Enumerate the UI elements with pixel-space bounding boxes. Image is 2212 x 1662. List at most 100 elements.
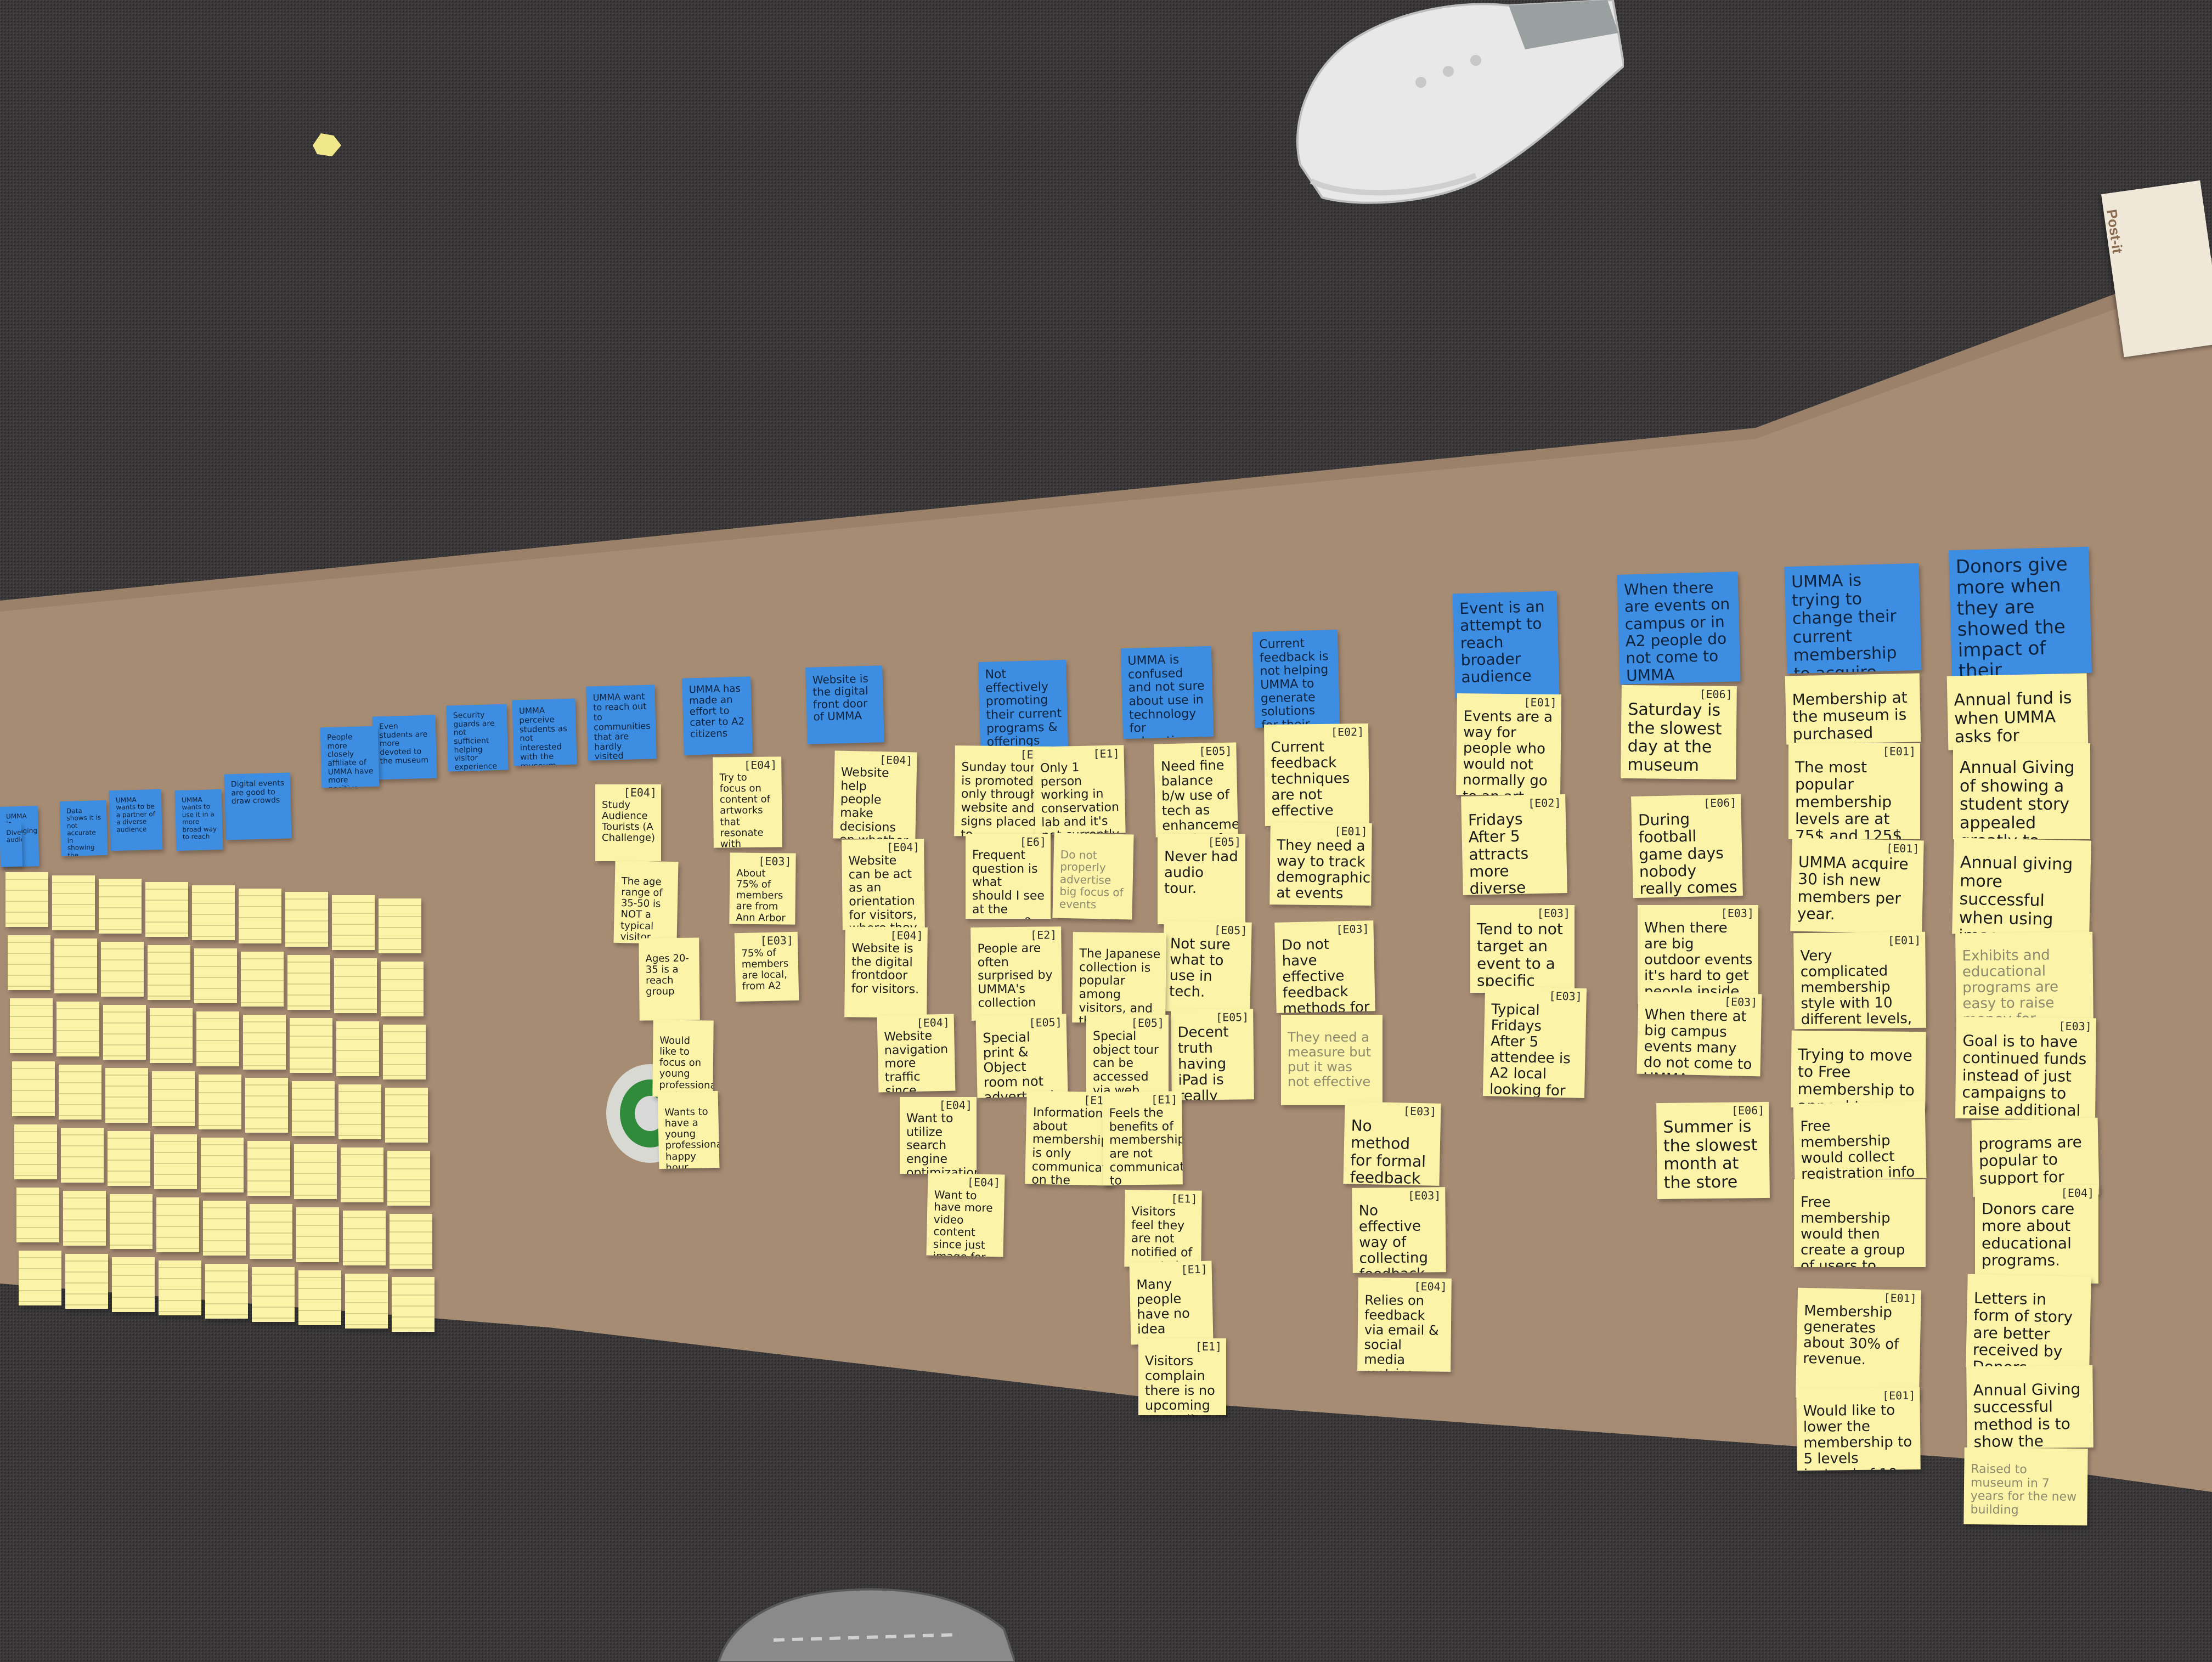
sticky-note: [E06]During football game days nobody re… [1631, 794, 1743, 898]
sticky-note-distant [12, 1061, 55, 1116]
note-text: Annual Giving of showing a student story… [1960, 758, 2075, 839]
sticky-note: [E04]Website can be act as an orientatio… [842, 839, 925, 930]
note-text: They need a way to track demographics at… [1276, 837, 1372, 902]
sticky-note: [E04]Relies on feedback via email & soci… [1357, 1277, 1452, 1372]
note-text: Saturday is the slowest day at the museu… [1627, 700, 1722, 776]
sticky-note: Do not properly advertise big focus of e… [1052, 833, 1134, 920]
note-text: People are often surprised by UMMA's col… [977, 941, 1053, 1010]
note-text: Donors care more about educational progr… [1982, 1200, 2075, 1270]
sticky-note-distant [245, 1078, 288, 1133]
sticky-note: [E01] Membership generates about 30% of r… [1795, 1287, 1922, 1400]
sticky-note: [E04]Study Audience Tourists (A Challeng… [595, 784, 661, 861]
sticky-note: [E1]Visitors feel they are not notified … [1124, 1190, 1202, 1268]
sticky-note-distant [16, 1188, 59, 1242]
sticky-note: Ages 20-35 is a reach group [639, 937, 700, 1021]
sticky-note: Exhibits and educational programs are ea… [1955, 931, 2094, 1027]
note-text: Website help people make decisions on wh… [839, 765, 909, 840]
sticky-note: [E05]Special object tour can be accessed… [1086, 1015, 1169, 1097]
sneaker-top [1296, 0, 1624, 204]
note-text: Trying to move to Free membership to app… [1797, 1045, 1915, 1109]
sticky-note: [E05]Special print & Object room not adv… [975, 1014, 1068, 1098]
sticky-note-distant [343, 1211, 386, 1265]
sticky-note-distant [57, 1002, 99, 1056]
note-text: Events are a way for people who would no… [1463, 708, 1553, 796]
note-code: [E01] [1886, 841, 1920, 856]
sticky-note-distant [63, 1191, 106, 1246]
note-text: Raised to museum in 7 years for the new … [1970, 1462, 2077, 1517]
sticky-note: [E01]They need a way to track demographi… [1269, 822, 1372, 906]
sticky-note-distant [8, 935, 50, 990]
note-code: [E01] [1882, 1388, 1916, 1403]
sticky-note: [E1]Feels the benefits of membership are… [1102, 1091, 1183, 1185]
note-code: [E02] [1330, 725, 1364, 739]
note-text: Membership generates about 30% of revenu… [1803, 1302, 1899, 1369]
note-code: [E04] [916, 1015, 950, 1030]
sticky-note-distant [296, 1207, 339, 1262]
note-text: Special print & Object room not advertis… [983, 1029, 1058, 1098]
sticky-note: [E03]Do not have effective feedback meth… [1274, 920, 1375, 1013]
sticky-note: Raised to museum in 7 years for the new … [1963, 1447, 2088, 1526]
note-code: [E01] [1523, 696, 1557, 709]
sticky-note: [E01]Would like to lower the membership … [1796, 1387, 1921, 1471]
note-code: [E04] [939, 1099, 972, 1112]
note-text: Ages 20-35 is a reach group [645, 952, 690, 998]
sticky-note-distant [152, 1071, 195, 1126]
note-code: [E04] [623, 786, 657, 799]
note-text: Exhibits and educational programs are ea… [1962, 947, 2059, 1027]
sticky-note: [E04]Website help people make decisions … [833, 750, 917, 840]
note-text: During football game days nobody really … [1638, 810, 1737, 898]
header-text: UMMA is confused and not sure about use … [1127, 653, 1205, 739]
sticky-note-distant [334, 958, 377, 1013]
sticky-note: They need a measure but put it was not e… [1281, 1015, 1383, 1105]
note-code: [E03] [1724, 994, 1758, 1009]
note-text: The age range of 35-50 is NOT a typical … [620, 875, 663, 943]
theme-header-note: People more closely affiliate of UMMA ha… [320, 726, 380, 788]
note-text: Frequent question is what should I see a… [972, 849, 1045, 919]
sticky-note: [E05]Not sure what to use in tech. [1162, 920, 1252, 1013]
sticky-note: Annual fund is when UMMA asks for donati… [1946, 673, 2089, 750]
header-text: UMMA is trying to change their current m… [1791, 570, 1897, 674]
sticky-note-distant [5, 872, 48, 927]
note-text: Sunday tour is promoted only through web… [961, 760, 1039, 837]
sticky-note-distant [10, 998, 53, 1053]
sticky-note: [E03]No method for formal feedback [1343, 1101, 1441, 1186]
sticky-note-distant [390, 1214, 432, 1269]
note-code: [E03] [758, 854, 792, 868]
sticky-note: [E04]Website is the digital frontdoor fo… [844, 926, 928, 1018]
theme-header-note: Current feedback is not helping UMMA to … [1252, 630, 1340, 728]
theme-header-note: Donors give more when they are showed th… [1949, 546, 2092, 677]
theme-header-note: Even students are more devoted to the mu… [372, 715, 437, 780]
sticky-note: [E03]When there at big campus events man… [1637, 991, 1762, 1077]
sticky-note-distant [392, 1277, 435, 1332]
sticky-note-distant [14, 1124, 57, 1179]
note-text: Information about membership is only com… [1031, 1105, 1115, 1186]
sticky-note-distant [110, 1194, 153, 1249]
header-text: UMMA has made an effort to cater to A2 c… [689, 682, 745, 740]
sticky-note-distant [194, 948, 237, 1003]
sticky-note: Annual Giving successful method is to sh… [1966, 1365, 2094, 1449]
sticky-note-distant [192, 885, 235, 940]
sticky-note: [E02]Current feedback techniques are not… [1264, 723, 1369, 826]
note-code: [E2] [1030, 928, 1057, 942]
sticky-note-distant [205, 1264, 248, 1319]
sticky-note: [E1]Many people have no idea about UMMA [1129, 1260, 1214, 1345]
theme-header-note: Security guards are not sufficient helpi… [446, 704, 509, 772]
sticky-note-distant [203, 1201, 246, 1256]
sticky-note-distant [108, 1131, 150, 1186]
note-code: [E03] [2058, 1019, 2092, 1033]
theme-header-note: UMMA has made an effort to cater to A2 c… [682, 676, 753, 755]
note-code: [E06] [1703, 796, 1737, 810]
sticky-note-distant [338, 1084, 381, 1139]
sticky-note: [E06]Saturday is the slowest day at the … [1621, 685, 1737, 780]
sticky-note-distant [112, 1257, 155, 1312]
sticky-note: [E05]Need fine balance b/w use of tech a… [1154, 742, 1238, 838]
sticky-note: [E03]75% of members are local, from A2 [734, 931, 799, 1002]
sticky-note-distant [385, 1088, 428, 1143]
sticky-note-distant [201, 1138, 244, 1192]
header-text: UMMA perceive students as not interested… [518, 705, 567, 766]
theme-header-note: Event is an attempt to reach broader aud… [1452, 591, 1560, 698]
note-code: [E03] [1403, 1104, 1437, 1118]
sticky-note: [E04]Try to focus on content of artworks… [713, 756, 782, 848]
note-text: Would like to focus on young professiona… [659, 1034, 714, 1098]
sticky-note: Wants to have a young professional happy… [657, 1090, 720, 1169]
